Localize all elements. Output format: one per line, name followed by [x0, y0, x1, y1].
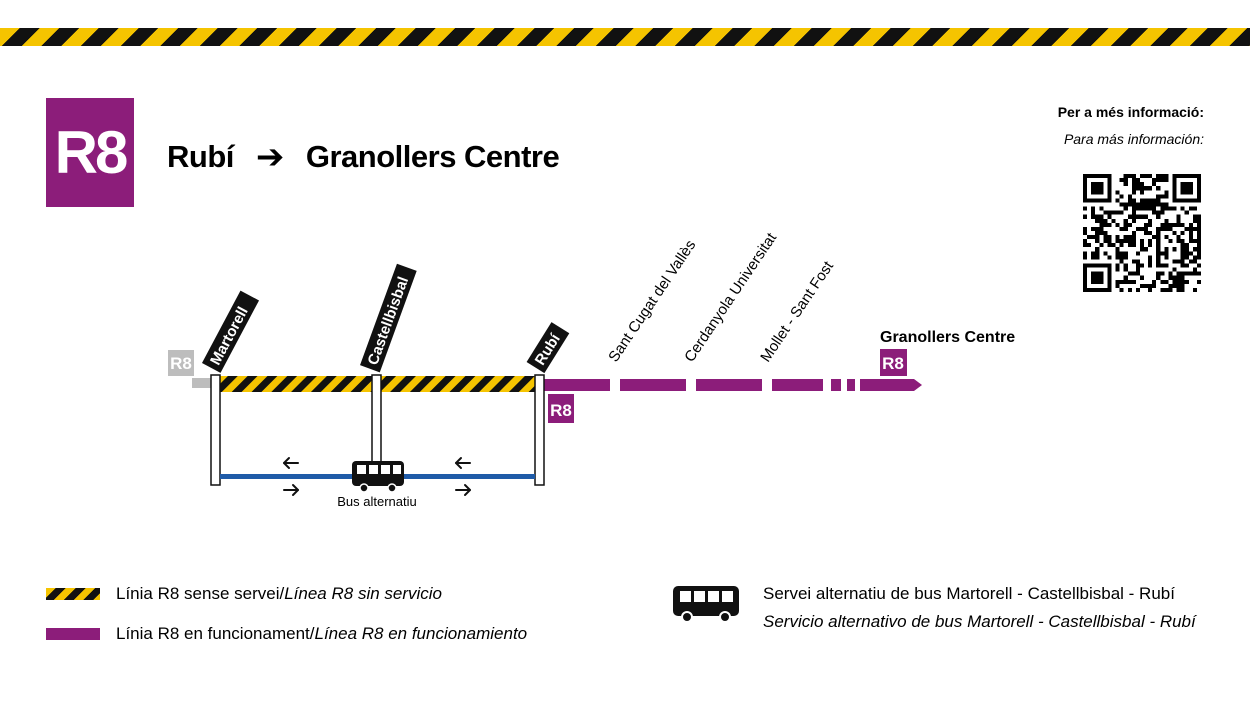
right-arrow-icon [455, 484, 471, 496]
bus-icon [673, 586, 739, 623]
inactive-line-badge-label: R8 [170, 354, 192, 373]
station-post-martorell [210, 374, 221, 486]
left-arrow-icon [455, 457, 471, 469]
rubi-line-badge [548, 394, 574, 423]
terminus-line-badge [880, 349, 907, 376]
route-origin: Rubí [167, 139, 234, 174]
more-info-catalan: Per a més informació: [1057, 104, 1204, 120]
line-badge: R8 [46, 98, 134, 207]
station-label-mollet: Mollet - Sant Fost [757, 258, 837, 366]
purple-swatch [46, 628, 100, 640]
station-label-castellbisbal: Castellbisbal [360, 263, 417, 373]
bus-icon [352, 461, 404, 493]
legend-in-service: Línia R8 en funcionament / Línea R8 en f… [46, 624, 527, 644]
hazard-swatch [46, 588, 100, 600]
inactive-line-badge [168, 350, 194, 376]
route-destination: Granollers Centre [305, 139, 560, 174]
inactive-line-stub [192, 378, 217, 388]
left-arrow-icon [283, 457, 299, 469]
legend-bus-service: Servei alternatiu de bus Martorell - Cas… [763, 580, 1196, 636]
right-arrow-icon: ➔ [255, 138, 285, 176]
legend-separator: / [309, 624, 315, 643]
legend-in-service-es: Línea R8 en funcionamiento [314, 624, 528, 643]
more-info-spanish: Para más información: [1063, 131, 1204, 147]
legend-separator: / [279, 584, 285, 603]
right-arrow-icon [283, 484, 299, 496]
hazard-stripe-banner [0, 28, 1250, 46]
legend-out-of-service-ca: Línia R8 sense servei [116, 584, 280, 603]
terminus-line-badge-label: R8 [882, 354, 904, 373]
in-service-segment [542, 379, 922, 391]
route-title: Rubí ➔ Granollers Centre [167, 137, 560, 177]
legend-out-of-service-es: Línea R8 sin servicio [284, 584, 443, 603]
legend-out-of-service: Línia R8 sense servei / Línea R8 sin ser… [46, 584, 442, 604]
terminus-label: Granollers Centre [880, 329, 1015, 346]
station-label-rubi: Rubí [526, 322, 570, 374]
more-info: Per a més informació: Para más informaci… [1058, 99, 1204, 153]
legend-in-service-ca: Línia R8 en funcionament [116, 624, 310, 643]
station-post-rubi [534, 374, 545, 486]
bus-label: Bus alternatiu [337, 494, 417, 509]
station-label-martorell: Martorell [201, 290, 260, 373]
station-label-sant-cugat: Sant Cugat del Vallès [605, 237, 699, 365]
qr-code-icon[interactable] [1083, 174, 1201, 292]
legend-bus-ca: Servei alternatiu de bus Martorell - Cas… [763, 584, 1175, 603]
legend-bus-es: Servicio alternativo de bus Martorell - … [763, 612, 1196, 631]
rubi-line-badge-label: R8 [550, 401, 572, 420]
